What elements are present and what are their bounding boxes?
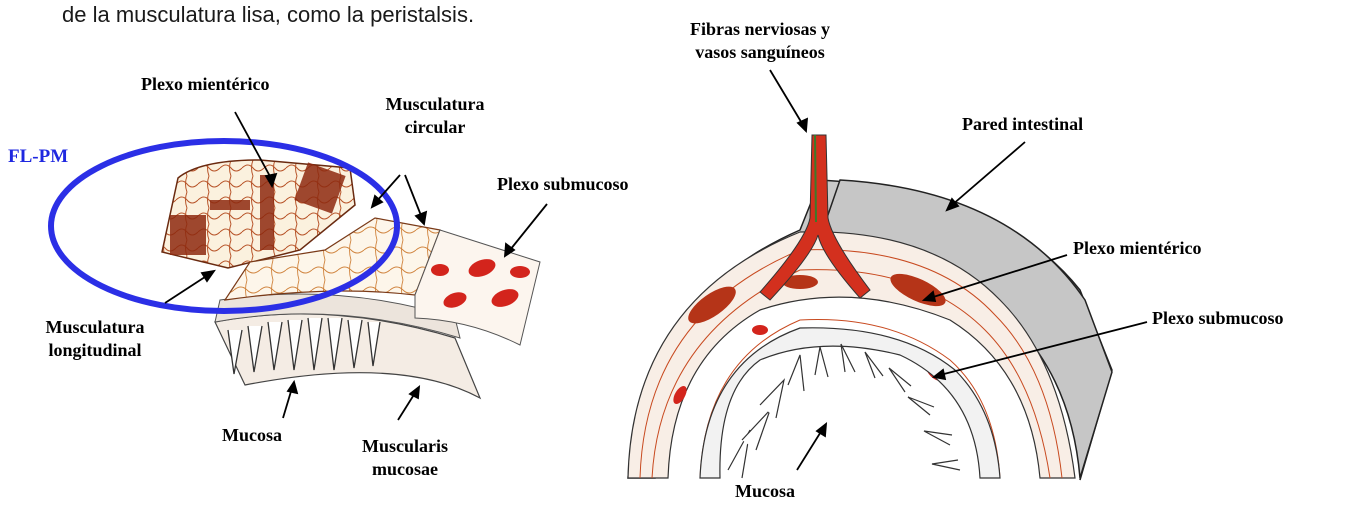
muscularis-mucosae-line-2: mucosae: [345, 458, 465, 481]
left-tissue-illustration: [162, 160, 540, 398]
plexo-submucoso-left-label: Plexo submucoso: [497, 173, 629, 196]
musculatura-circular-label: Musculatura circular: [365, 93, 505, 139]
fibras-nerviosas-line-2: vasos sanguíneos: [640, 41, 880, 64]
pared-intestinal-label: Pared intestinal: [962, 113, 1083, 136]
right-nerve-fiber: [815, 135, 816, 222]
fibras-nerviosas-label: Fibras nerviosas y vasos sanguíneos: [640, 18, 880, 64]
right-intestine-cross-section: [628, 135, 1112, 480]
musculatura-circular-line-1: Musculatura: [365, 93, 505, 116]
musculatura-longitudinal-label: Musculatura longitudinal: [20, 316, 170, 362]
muscularis-mucosae-line-1: Muscularis: [345, 435, 465, 458]
fibras-nerviosas-line-1: Fibras nerviosas y: [640, 18, 880, 41]
mucosa-right-label: Mucosa: [735, 480, 795, 503]
plexo-mienterico-right-label: Plexo mientérico: [1073, 237, 1201, 260]
mucosa-left-label: Mucosa: [222, 424, 282, 447]
muscularis-mucosae-label: Muscularis mucosae: [345, 435, 465, 481]
musculatura-circular-line-2: circular: [365, 116, 505, 139]
musculatura-longitudinal-line-2: longitudinal: [20, 339, 170, 362]
plexo-submucoso-right-label: Plexo submucoso: [1152, 307, 1284, 330]
musculatura-longitudinal-line-1: Musculatura: [20, 316, 170, 339]
plexo-mienterico-left-label: Plexo mientérico: [141, 73, 269, 96]
fl-pm-label: FL-PM: [8, 145, 68, 168]
